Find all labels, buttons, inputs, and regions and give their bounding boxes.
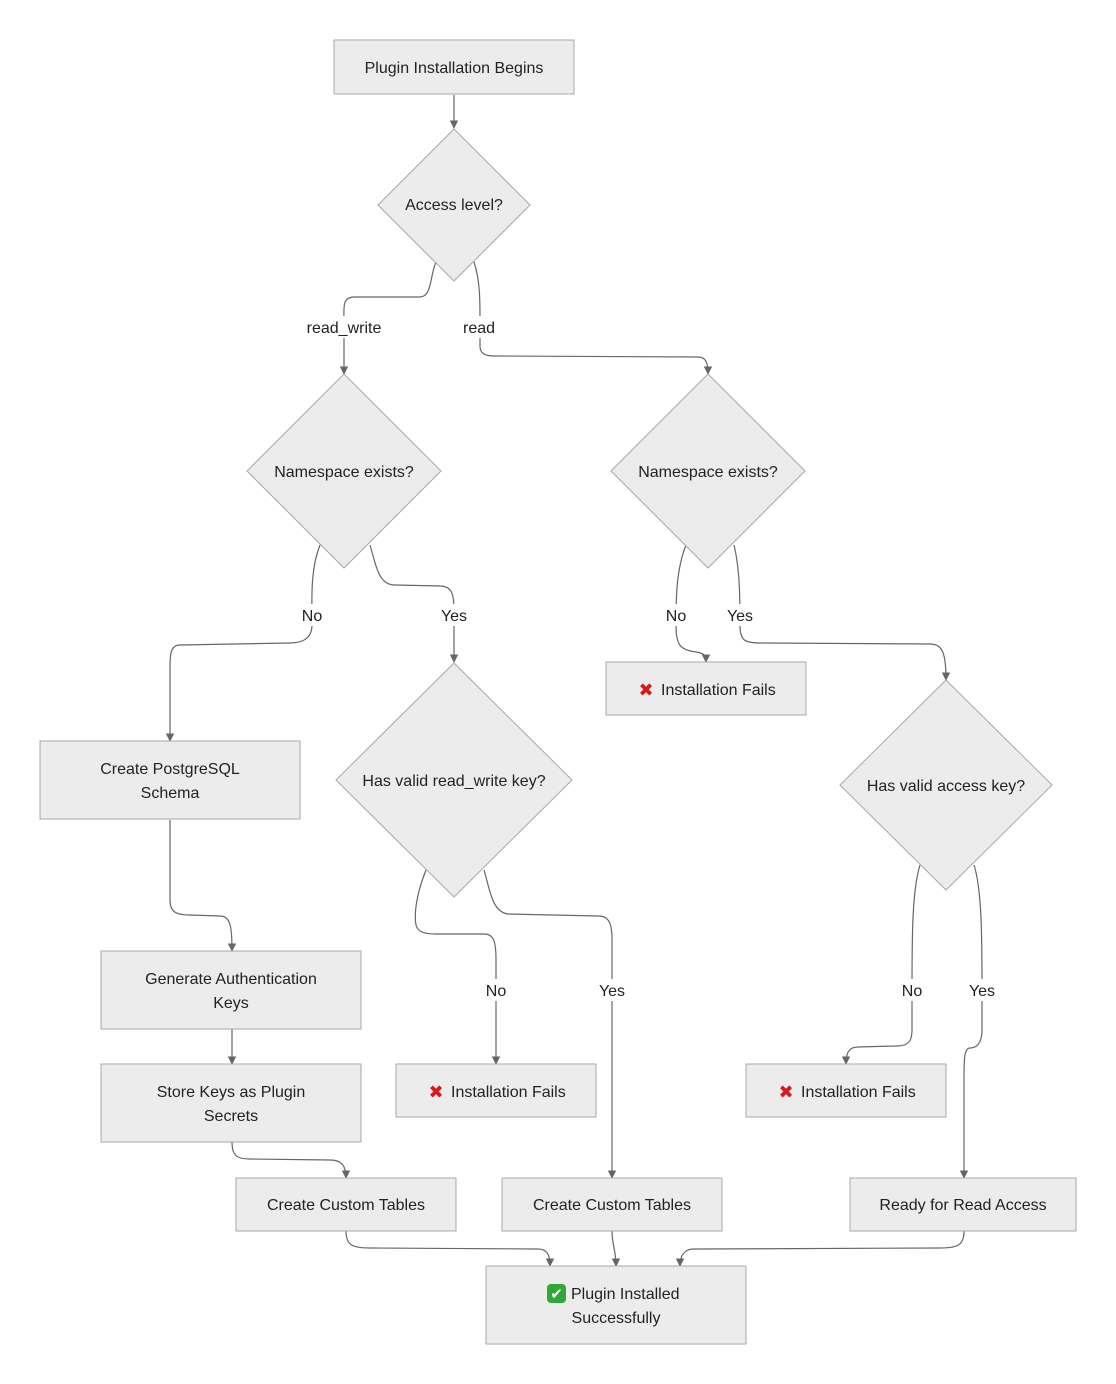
- edge-label-read-namespace-no: No: [660, 604, 692, 626]
- edge-schema-to-gen-keys: [169, 820, 237, 952]
- edge-access-to-read-namespace: [473, 261, 713, 375]
- edge-store-keys-to-tables-left: [231, 1141, 351, 1179]
- cross-mark-icon: ✖: [428, 1082, 443, 1103]
- svg-text:read_write: read_write: [307, 320, 382, 337]
- edge-rw-key-yes: [483, 869, 617, 1179]
- decision-namespace-exists-read-write: Namespace exists?: [246, 373, 442, 569]
- edge-read-namespace-no: [675, 544, 711, 663]
- decision-has-valid-read-write-key: Has valid read_write key?: [335, 662, 573, 898]
- edge-label-read-namespace-yes: Yes: [720, 604, 760, 626]
- svg-text:Create Custom Tables: Create Custom Tables: [533, 1197, 691, 1214]
- edge-access-key-yes: [959, 864, 983, 1179]
- cross-mark-icon: ✖: [638, 680, 653, 701]
- edge-label-rw-namespace-yes: Yes: [434, 604, 474, 626]
- edge-labels: read_write read No Yes No Yes No Yes: [296, 316, 1002, 1001]
- svg-text:Secrets: Secrets: [204, 1108, 258, 1125]
- svg-text:Yes: Yes: [599, 983, 625, 1000]
- cross-mark-icon: ✖: [778, 1082, 793, 1103]
- svg-text:Yes: Yes: [969, 983, 995, 1000]
- edge-label-read: read: [460, 316, 498, 338]
- edge-read-namespace-yes: [733, 544, 951, 681]
- svg-text:No: No: [666, 608, 687, 625]
- node-create-postgresql-schema: Create PostgreSQL Schema: [39, 740, 301, 820]
- svg-text:Plugin Installation Begins: Plugin Installation Begins: [365, 60, 544, 77]
- svg-text:Namespace exists?: Namespace exists?: [638, 464, 778, 481]
- node-create-custom-tables-middle: Create Custom Tables: [501, 1177, 723, 1232]
- edge-access-to-rw-namespace: [339, 261, 437, 375]
- edge-label-rw-namespace-no: No: [296, 604, 328, 626]
- svg-text:Store Keys as Plugin: Store Keys as Plugin: [157, 1084, 306, 1101]
- node-create-custom-tables-left: Create Custom Tables: [235, 1177, 457, 1232]
- node-start: Plugin Installation Begins: [333, 39, 575, 95]
- edge-label-rw-key-no: No: [480, 979, 512, 1001]
- node-ready-for-read-access: Ready for Read Access: [849, 1177, 1077, 1232]
- nodes: Plugin Installation Begins Access level?…: [39, 39, 1077, 1345]
- edge-rw-namespace-no: [165, 544, 321, 742]
- edge-rw-key-no: [414, 869, 501, 1065]
- node-installation-fails-read-write-key: ✖ Installation Fails: [395, 1063, 597, 1118]
- svg-text:Keys: Keys: [213, 995, 249, 1012]
- edges: [165, 95, 983, 1267]
- edge-ready-to-success: [675, 1230, 965, 1267]
- svg-text:Generate Authentication: Generate Authentication: [145, 971, 317, 988]
- svg-text:Successfully: Successfully: [572, 1310, 661, 1327]
- edge-tables-mid-to-success: [611, 1230, 621, 1267]
- svg-text:Installation Fails: Installation Fails: [661, 682, 776, 699]
- node-installation-fails-namespace: ✖ Installation Fails: [605, 661, 807, 716]
- svg-text:read: read: [463, 320, 495, 337]
- edge-label-rw-key-yes: Yes: [592, 979, 632, 1001]
- svg-text:Plugin Installed: Plugin Installed: [571, 1286, 680, 1303]
- svg-text:Ready for Read Access: Ready for Read Access: [879, 1197, 1046, 1214]
- svg-text:Access level?: Access level?: [405, 197, 503, 214]
- check-mark-button-icon: ✔: [547, 1284, 566, 1303]
- svg-text:Installation Fails: Installation Fails: [801, 1084, 916, 1101]
- edge-rw-namespace-yes: [369, 544, 459, 663]
- edge-label-read-write: read_write: [302, 316, 386, 338]
- svg-text:No: No: [902, 983, 923, 1000]
- decision-access-level: Access level?: [377, 128, 531, 282]
- node-plugin-installed-successfully: ✔ Plugin Installed Successfully: [485, 1265, 747, 1345]
- svg-text:No: No: [486, 983, 507, 1000]
- decision-namespace-exists-read: Namespace exists?: [610, 373, 806, 569]
- svg-text:Yes: Yes: [727, 608, 753, 625]
- svg-text:Schema: Schema: [141, 785, 200, 802]
- edge-tables-left-to-success: [345, 1230, 555, 1267]
- svg-text:Create Custom Tables: Create Custom Tables: [267, 1197, 425, 1214]
- svg-text:Create PostgreSQL: Create PostgreSQL: [100, 761, 240, 778]
- edge-label-access-key-no: No: [896, 979, 928, 1001]
- svg-text:Namespace exists?: Namespace exists?: [274, 464, 414, 481]
- decision-has-valid-access-key: Has valid access key?: [839, 679, 1053, 891]
- svg-text:No: No: [302, 608, 323, 625]
- node-installation-fails-access-key: ✖ Installation Fails: [745, 1063, 947, 1118]
- svg-text:Has valid read_write key?: Has valid read_write key?: [362, 773, 545, 790]
- svg-text:Installation Fails: Installation Fails: [451, 1084, 566, 1101]
- node-store-keys-as-plugin-secrets: Store Keys as Plugin Secrets: [100, 1063, 362, 1143]
- edge-access-key-no: [841, 864, 921, 1065]
- edge-label-access-key-yes: Yes: [962, 979, 1002, 1001]
- svg-text:Yes: Yes: [441, 608, 467, 625]
- svg-text:✔: ✔: [550, 1285, 563, 1303]
- node-generate-authentication-keys: Generate Authentication Keys: [100, 950, 362, 1030]
- svg-text:Has valid access key?: Has valid access key?: [867, 778, 1025, 795]
